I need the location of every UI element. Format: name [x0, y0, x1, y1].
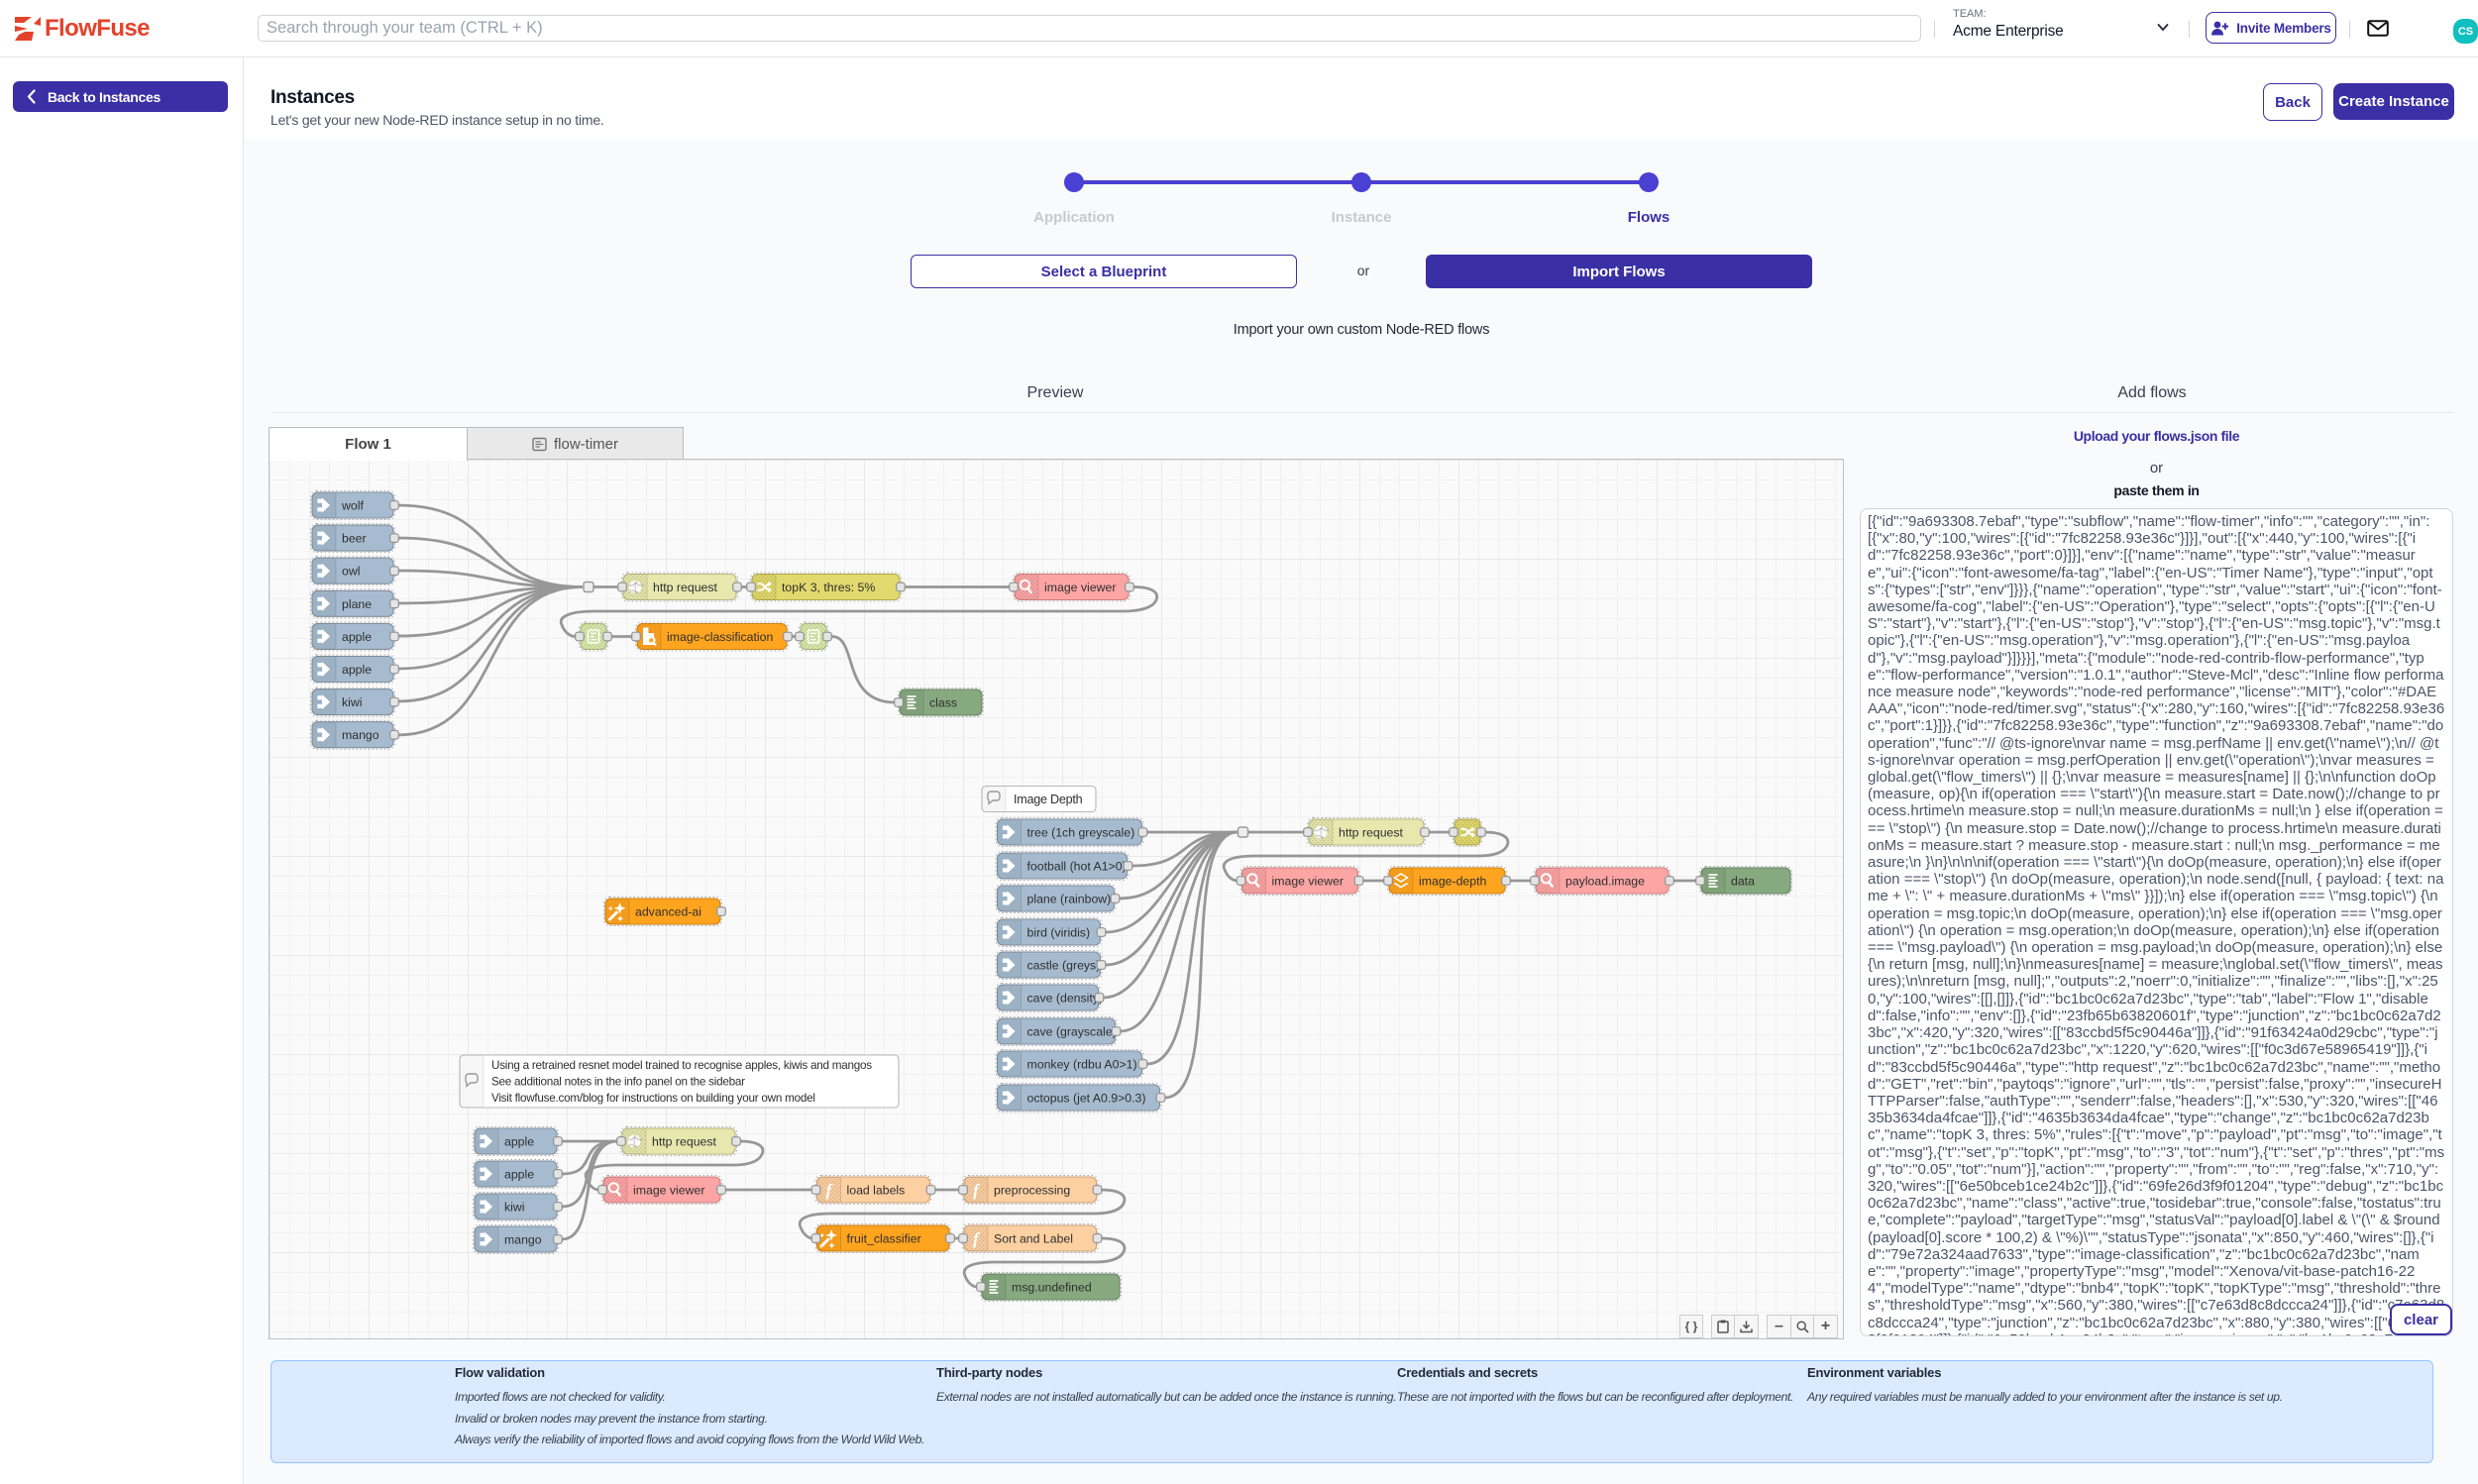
svg-text:octopus (jet A0.9>0.3): octopus (jet A0.9>0.3): [1027, 1092, 1146, 1106]
svg-text:data: data: [1731, 875, 1755, 889]
svg-text:apple: apple: [504, 1135, 534, 1149]
svg-text:apple: apple: [504, 1168, 534, 1182]
svg-text:topK 3, thres: 5%: topK 3, thres: 5%: [782, 581, 875, 594]
svg-text:image viewer: image viewer: [1272, 875, 1344, 889]
svg-text:image viewer: image viewer: [1044, 581, 1116, 594]
svg-text:bird (viridis): bird (viridis): [1027, 926, 1091, 940]
svg-text:mango: mango: [342, 728, 379, 742]
svg-text:http request: http request: [1339, 826, 1404, 840]
svg-text:image viewer: image viewer: [633, 1184, 704, 1198]
svg-text:apple: apple: [342, 663, 372, 677]
svg-text:http request: http request: [652, 1135, 717, 1149]
svg-text:owl: owl: [342, 565, 360, 579]
svg-text:beer: beer: [342, 532, 367, 546]
svg-text:f: f: [973, 1229, 981, 1248]
svg-text:plane: plane: [342, 597, 372, 611]
svg-text:preprocessing: preprocessing: [994, 1184, 1070, 1198]
svg-text:cave (grayscale): cave (grayscale): [1027, 1025, 1117, 1039]
svg-text:class: class: [929, 696, 957, 710]
svg-text:payload.image: payload.image: [1565, 875, 1645, 889]
svg-text:http request: http request: [653, 581, 718, 594]
svg-text:advanced-ai: advanced-ai: [635, 905, 701, 919]
svg-text:image-depth: image-depth: [1419, 875, 1487, 889]
svg-text:Using a retrained resnet model: Using a retrained resnet model trained t…: [491, 1059, 872, 1072]
svg-text:mango: mango: [504, 1233, 542, 1247]
svg-text:Visit flowfuse.com/blog for in: Visit flowfuse.com/blog for instructions…: [491, 1092, 815, 1105]
svg-text:apple: apple: [342, 630, 372, 644]
svg-text:monkey (rdbu A0>1): monkey (rdbu A0>1): [1027, 1058, 1137, 1072]
svg-text:f: f: [826, 1181, 834, 1200]
svg-text:kiwi: kiwi: [504, 1201, 525, 1215]
svg-text:wolf: wolf: [341, 499, 364, 513]
svg-text:msg.undefined: msg.undefined: [1012, 1281, 1092, 1295]
svg-text:tree (1ch greyscale): tree (1ch greyscale): [1027, 826, 1135, 840]
svg-text:Image Depth: Image Depth: [1014, 793, 1083, 806]
svg-text:Sort and Label: Sort and Label: [994, 1232, 1073, 1246]
svg-text:fruit_classifier: fruit_classifier: [847, 1232, 921, 1246]
svg-text:f: f: [973, 1181, 981, 1200]
svg-text:plane (rainbow): plane (rainbow): [1027, 893, 1112, 906]
svg-text:castle (greys): castle (greys): [1027, 959, 1101, 973]
svg-text:cave (density): cave (density): [1027, 992, 1104, 1006]
svg-text:football (hot A1>0): football (hot A1>0): [1027, 860, 1127, 874]
svg-text:kiwi: kiwi: [342, 695, 363, 709]
svg-text:image-classification: image-classification: [667, 630, 773, 644]
svg-text:See additional notes in the in: See additional notes in the info panel o…: [491, 1076, 745, 1089]
svg-text:load labels: load labels: [847, 1184, 906, 1198]
